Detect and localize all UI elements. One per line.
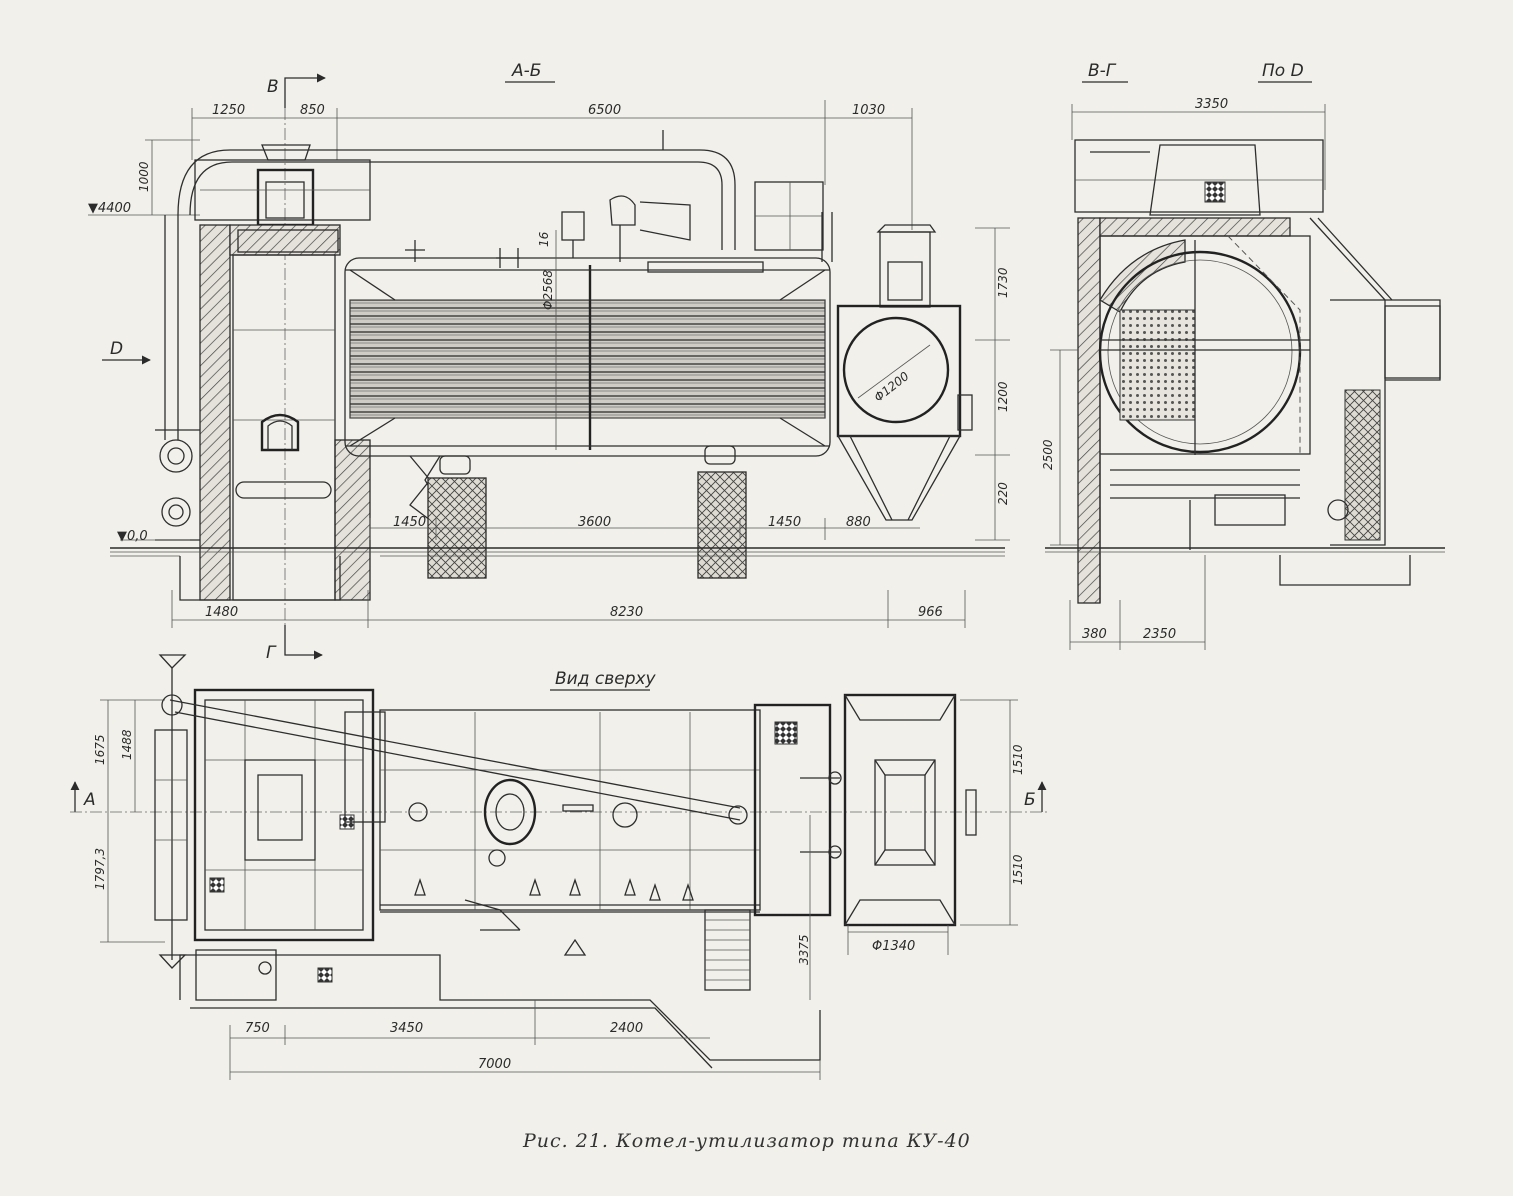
dim-3600: 3600 [578, 515, 611, 530]
dim-2350: 2350 [1143, 627, 1176, 642]
dim-1250: 1250 [212, 103, 245, 118]
section-ab-view: А-Б В Г 1250 850 6500 1030 1000 ▼4400 D [88, 61, 1010, 663]
boiler-drum [344, 257, 831, 457]
cut-mark-g: Г [266, 643, 277, 663]
dim-plate-16: 16 [537, 231, 551, 247]
cut-mark-b: В [267, 77, 279, 97]
dim-1675: 1675 [93, 734, 107, 765]
dim-1730: 1730 [996, 267, 1010, 298]
dim-220: 220 [996, 482, 1010, 505]
level-4400: ▼4400 [88, 201, 131, 216]
dim-1030: 1030 [852, 103, 885, 118]
furnace-block-plan [193, 688, 375, 942]
top-view: Вид сверху А Б 1675 1488 1797,3 [70, 654, 1048, 1080]
dim-1200: 1200 [996, 381, 1010, 412]
dim-1000-vert: 1000 [137, 161, 151, 192]
arrow-a-label: А [83, 790, 96, 810]
furnace-wall-left [199, 224, 231, 601]
dim-1450-b: 1450 [768, 515, 801, 530]
arrow-d-label: D [110, 339, 123, 359]
dim-7000: 7000 [478, 1057, 511, 1072]
dim-8230: 8230 [610, 605, 643, 620]
top-view-title: Вид сверху [555, 669, 657, 689]
figure-caption: Рис. 21. Котел-утилизатор типа КУ-40 [522, 1130, 971, 1152]
dim-1510-a: 1510 [1011, 744, 1025, 775]
dim-380: 380 [1082, 627, 1107, 642]
dim-phi1200: Φ1200 [872, 369, 912, 405]
dim-1510-b: 1510 [1011, 854, 1025, 885]
section-vg-view: В-Г По D 3350 [1041, 61, 1445, 650]
dim-phi2568: Φ2568 [541, 270, 555, 310]
chamber-round-opening [842, 316, 950, 424]
gas-chamber-plan [843, 693, 957, 927]
dim-1488: 1488 [120, 729, 134, 760]
dim-1797: 1797,3 [93, 848, 107, 890]
drum-plan [379, 709, 761, 911]
dim-1450-a: 1450 [393, 515, 426, 530]
dim-3450: 3450 [390, 1021, 423, 1036]
dim-1480: 1480 [205, 605, 238, 620]
dim-2500: 2500 [1041, 439, 1055, 470]
dim-880: 880 [846, 515, 871, 530]
tube-bundle [349, 299, 826, 419]
arrow-b-label: Б [1024, 790, 1036, 810]
dim-966: 966 [918, 605, 943, 620]
level-zero: ▼0,0 [117, 529, 148, 544]
dim-750: 750 [245, 1021, 270, 1036]
dim-6500: 6500 [588, 103, 621, 118]
dim-3375: 3375 [797, 934, 811, 965]
section-pod-title: По D [1262, 61, 1304, 81]
dim-phi1340: Φ1340 [872, 939, 915, 954]
section-ab-title: А-Б [511, 61, 541, 81]
dim-3350: 3350 [1195, 97, 1228, 112]
dim-850: 850 [300, 103, 325, 118]
dim-2400: 2400 [610, 1021, 643, 1036]
section-vg-title: В-Г [1088, 61, 1117, 81]
